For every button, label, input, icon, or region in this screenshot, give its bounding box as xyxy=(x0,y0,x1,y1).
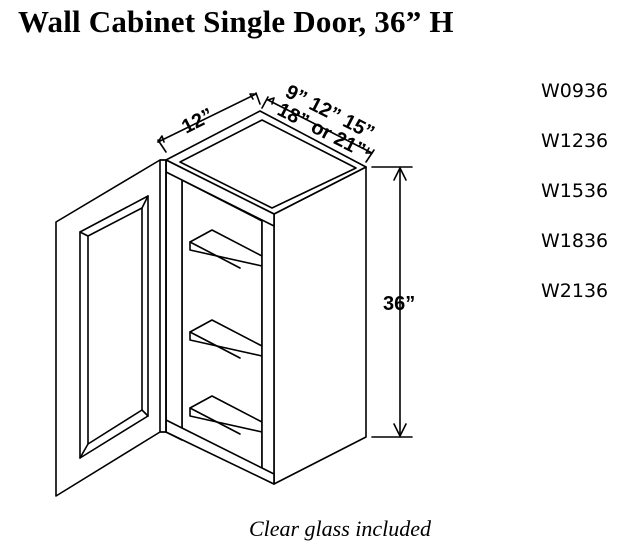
face-frame-left-stile xyxy=(165,159,183,441)
cabinet-side-panel xyxy=(273,166,367,485)
door-edge xyxy=(159,159,167,433)
cabinet-top-rim xyxy=(179,119,357,209)
sku-item: W1836 xyxy=(541,230,609,252)
depth-label: 12” xyxy=(178,104,217,138)
face-frame-right-stile xyxy=(261,207,275,485)
sku-item: W2136 xyxy=(541,280,609,302)
sku-item: W0936 xyxy=(541,80,609,102)
height-dimension-line xyxy=(371,166,413,438)
height-label: 36” xyxy=(383,293,415,315)
depth-dimension-line xyxy=(157,92,261,153)
width-dimension-line xyxy=(261,96,375,163)
sku-item: W1536 xyxy=(541,180,609,202)
sku-item: W1236 xyxy=(541,130,609,152)
page-title: Wall Cabinet Single Door, 36” H xyxy=(18,4,454,39)
caption: Clear glass included xyxy=(248,516,432,541)
sku-list: W0936 W1236 W1536 W1836 W2136 xyxy=(541,78,608,328)
cabinet-door xyxy=(55,159,167,497)
